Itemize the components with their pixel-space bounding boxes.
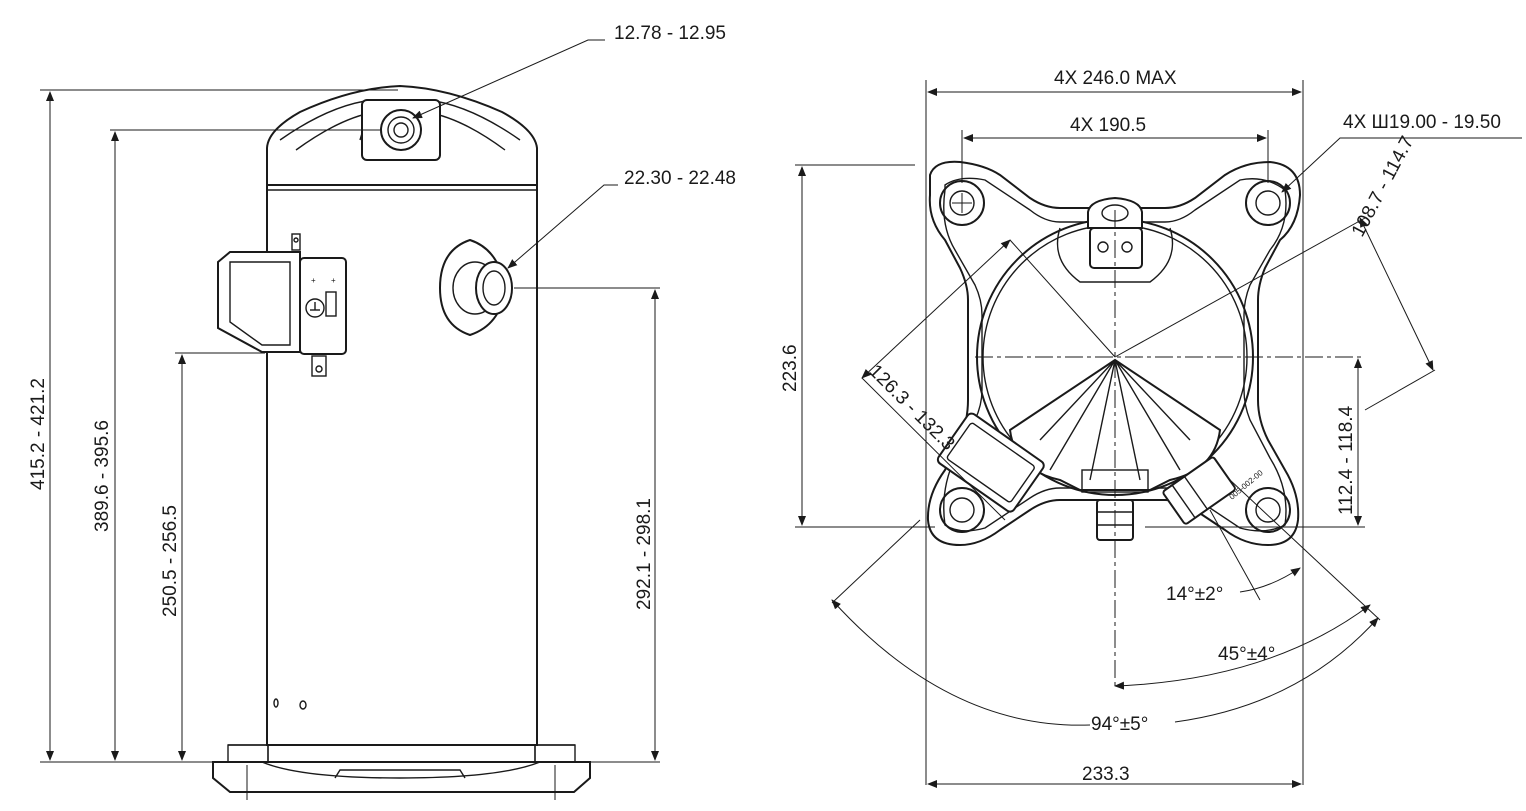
- label-radius-right: 108.7 - 114.7: [1348, 133, 1418, 240]
- svg-text:+: +: [331, 276, 336, 285]
- dim-line-radius-left: [861, 239, 1011, 379]
- top-fitting-port: [380, 109, 422, 151]
- svg-text:+: +: [311, 276, 316, 285]
- label-side-fitting: 22.30 - 22.48: [624, 168, 736, 189]
- label-offset: 112.4 - 118.4: [1336, 405, 1357, 515]
- ground-symbol-icon: [305, 298, 325, 318]
- label-hole-spacing: 4X 190.5: [1070, 115, 1146, 136]
- label-angle-small: 14°±2°: [1166, 584, 1223, 605]
- label-side-fitting-height: 292.1 - 298.1: [634, 498, 655, 610]
- terminal-top: [1089, 227, 1143, 269]
- top-view: 005-002-00 4: [780, 68, 1522, 788]
- label-max-width: 4X 246.0 MAX: [1054, 68, 1177, 89]
- label-total-height: 415.2 - 421.2: [28, 378, 49, 490]
- mount-hole-br: [1245, 487, 1291, 533]
- label-hole-diameter: 4X Ш19.00 - 19.50: [1343, 112, 1501, 133]
- label-angle-mid: 45°±4°: [1218, 644, 1275, 665]
- label-angle-large: 94°±5°: [1091, 714, 1148, 735]
- label-depth: 223.6: [780, 344, 801, 392]
- terminal-cover: [299, 257, 347, 355]
- label-box-height: 250.5 - 256.5: [160, 505, 181, 617]
- compressor-dome: [266, 84, 538, 186]
- label-radius-left: 126.3 - 132.3: [864, 361, 958, 455]
- mount-hole-bl: [939, 487, 985, 533]
- dim-line-radius-right: [1359, 217, 1434, 371]
- terminal-box-top: [936, 412, 1045, 513]
- base-plate: [212, 761, 591, 793]
- label-fitting-height: 389.6 - 395.6: [92, 420, 113, 532]
- sensor-top: [1162, 456, 1236, 525]
- arc-angle-large: [832, 600, 1378, 726]
- side-fitting-port: [475, 261, 513, 315]
- label-base-width: 233.3: [1082, 764, 1130, 785]
- label-top-fitting: 12.78 - 12.95: [614, 23, 726, 44]
- side-view: + + 12.78 - 12.95 2: [28, 23, 736, 800]
